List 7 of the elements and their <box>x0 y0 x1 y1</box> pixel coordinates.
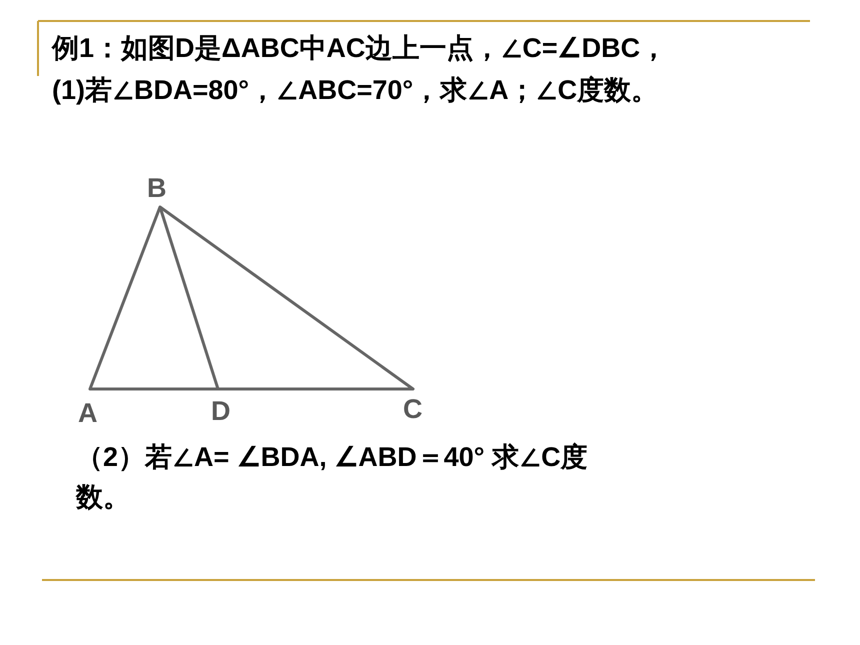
problem-text: 例1：如图D是ΔABC中AC边上一点，∠C=∠DBC， <box>52 32 668 65</box>
problem-text: （2）若∠A= ∠BDA, ∠ABD＝40° 求∠C度数。 <box>76 441 589 514</box>
vertex-label: A <box>78 397 98 430</box>
vertex-label: C <box>403 393 422 426</box>
vertex-label: B <box>147 172 166 205</box>
problem-text: (1)若∠BDA=80°，∠ABC=70°，求∠A；∠C度数。 <box>52 74 658 107</box>
vertex-label: D <box>211 395 230 428</box>
